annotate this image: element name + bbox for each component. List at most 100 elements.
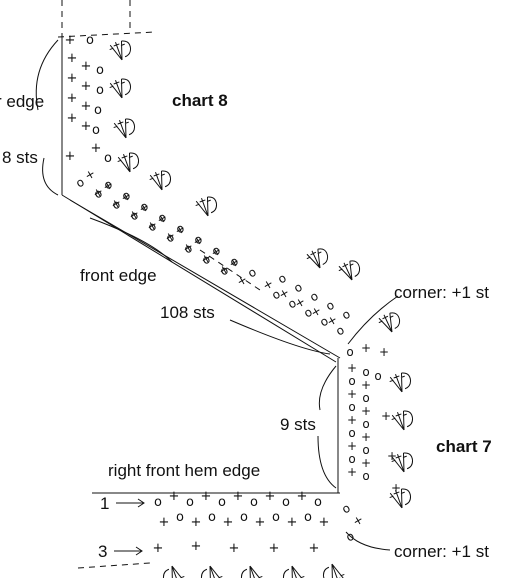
hem-edge-label: right front hem edge — [108, 461, 260, 480]
shell-stitch-symbol — [195, 196, 218, 217]
chain-stitch-symbol: o — [374, 369, 381, 383]
chain-stitch-symbol: o — [154, 495, 162, 510]
single-crochet-symbol: + — [159, 515, 170, 530]
shell-stitch-symbol — [389, 488, 412, 509]
shell-stitch-symbol — [391, 410, 414, 431]
single-crochet-symbol: + — [379, 345, 389, 359]
single-crochet-symbol: + — [361, 341, 371, 355]
chain-stitch-symbol: o — [348, 452, 355, 466]
shell-stitch-symbol — [240, 565, 263, 578]
single-crochet-symbol: + — [191, 539, 202, 554]
single-crochet-symbol: + — [319, 515, 330, 530]
row3-label: 3 — [98, 542, 107, 561]
single-crochet-symbol: + — [361, 404, 371, 418]
single-crochet-symbol: + — [81, 119, 92, 134]
shell-stitch-symbol — [389, 372, 412, 393]
chain-stitch-symbol: o — [307, 289, 320, 305]
corner-top-pointer — [347, 295, 399, 345]
single-crochet-symbol: + — [391, 481, 401, 495]
single-crochet-symbol: + — [67, 91, 78, 106]
chain-stitch-symbol: o — [333, 323, 346, 339]
sts9-bracket-bottom — [317, 435, 337, 489]
chain-stitch-symbol: o — [92, 123, 100, 138]
front-edge-dashed — [199, 249, 261, 291]
chain-stitch-symbol: o — [186, 495, 194, 510]
sts8-label: 8 sts — [2, 148, 38, 167]
single-crochet-symbol: + — [234, 272, 250, 289]
chain-stitch-symbol: o — [362, 469, 369, 483]
chain-stitch-symbol: o — [362, 391, 369, 405]
chain-stitch-symbol: o — [348, 374, 355, 388]
shell-stitch-symbol — [113, 118, 136, 139]
single-crochet-symbol: + — [287, 515, 298, 530]
chain-stitch-symbol: o — [282, 495, 290, 510]
single-crochet-symbol: + — [381, 409, 391, 423]
sts108-label: 108 sts — [160, 303, 215, 322]
chain-stitch-symbol: o — [362, 365, 369, 379]
chain-stitch-symbol: o — [304, 510, 312, 525]
chain-stitch-symbol: o — [240, 510, 248, 525]
shell-stitch-symbol — [162, 565, 185, 578]
single-crochet-symbol: + — [309, 541, 320, 556]
chain-stitch-symbol: o — [245, 265, 258, 281]
sts8-bracket — [42, 157, 59, 196]
front-edge-line-outer — [61, 194, 337, 363]
chain-stitch-symbol: o — [362, 417, 369, 431]
single-crochet-symbol: + — [223, 515, 234, 530]
chain-stitch-symbol: o — [346, 345, 353, 359]
bottom-dashed — [77, 562, 151, 569]
chart7-label: chart 7 — [436, 437, 492, 456]
single-crochet-symbol: + — [67, 111, 78, 126]
single-crochet-symbol: + — [67, 51, 78, 66]
chain-stitch-symbol: o — [104, 151, 112, 166]
single-crochet-symbol: + — [233, 489, 244, 504]
row1-label: 1 — [100, 494, 109, 513]
shell-stitch-symbol — [109, 40, 132, 61]
single-crochet-symbol: + — [265, 489, 276, 504]
chain-stitch-symbol: o — [272, 510, 280, 525]
shell-stitch-symbol — [109, 78, 132, 99]
corner-bottom-pointer — [345, 531, 391, 551]
single-crochet-symbol: + — [361, 456, 371, 470]
chain-stitch-symbol: o — [96, 83, 104, 98]
top-dashed-horizontal — [57, 31, 156, 38]
shell-stitch-symbol — [378, 312, 401, 333]
chain-stitch-symbol: o — [218, 495, 226, 510]
edge-bracket-top — [35, 39, 59, 111]
shell-stitch-symbol — [117, 152, 140, 173]
single-crochet-symbol: + — [82, 166, 98, 183]
single-crochet-symbol: + — [67, 71, 78, 86]
shell-stitch-symbol — [306, 248, 329, 269]
corner-top-label: corner: +1 st — [394, 283, 489, 302]
row1-arrow-head — [137, 498, 145, 508]
corner-bottom-label: corner: +1 st — [394, 542, 489, 561]
shell-stitch-symbol — [282, 565, 305, 578]
shell-stitch-symbol — [322, 563, 345, 578]
single-crochet-symbol: + — [81, 59, 92, 74]
single-crochet-symbol: + — [91, 141, 102, 156]
sts108-bracket — [229, 319, 331, 355]
single-crochet-symbol: + — [269, 541, 280, 556]
single-crochet-symbol: + — [65, 33, 76, 48]
chain-stitch-symbol: o — [362, 443, 369, 457]
chain-stitch-symbol: o — [250, 495, 258, 510]
single-crochet-symbol: + — [361, 378, 371, 392]
single-crochet-symbol: + — [81, 79, 92, 94]
single-crochet-symbol: + — [347, 465, 357, 479]
shell-stitch-symbol — [149, 170, 172, 191]
shell-stitch-symbol — [200, 565, 223, 578]
single-crochet-symbol: + — [350, 512, 366, 529]
chain-stitch-symbol: o — [314, 495, 322, 510]
stitch-symbols: +o++o++o++o++o++oo++oo++oo++oo++oo++oo++… — [65, 33, 414, 578]
sts9-label: 9 sts — [280, 415, 316, 434]
single-crochet-symbol: + — [347, 413, 357, 427]
single-crochet-symbol: + — [297, 489, 308, 504]
chain-stitch-symbol: o — [348, 426, 355, 440]
single-crochet-symbol: + — [65, 149, 76, 164]
shell-stitch-symbol — [338, 260, 361, 281]
single-crochet-symbol: + — [347, 387, 357, 401]
single-crochet-symbol: + — [81, 99, 92, 114]
front-edge-line-inner — [69, 199, 341, 359]
